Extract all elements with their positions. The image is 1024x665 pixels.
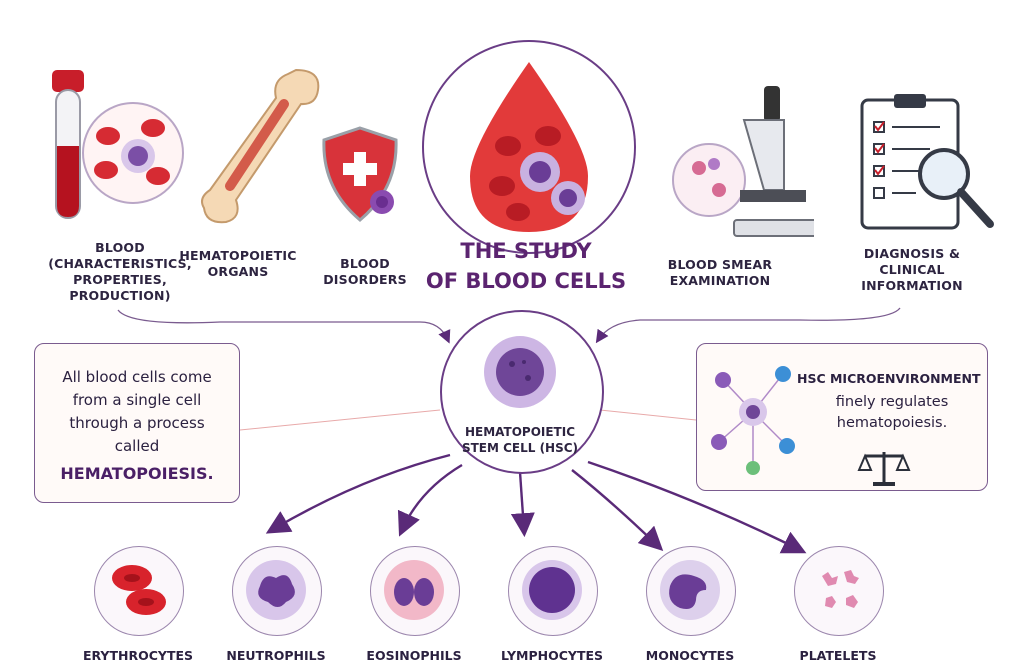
neutrophils-label: NEUTROPHILS — [226, 648, 326, 663]
hematopoiesis-info-box: All blood cells come from a single cell … — [34, 343, 240, 503]
shield-virus-icon — [322, 126, 398, 222]
lymphocytes-label: LYMPHOCYTES — [500, 648, 604, 663]
erythrocytes-label: ERYTHROCYTES — [82, 648, 194, 663]
arrow-neutrophils — [397, 463, 463, 537]
topic-smear-label: BLOOD SMEAR EXAMINATION — [667, 257, 773, 288]
platelets-node — [794, 546, 884, 636]
arrow-platelets — [587, 460, 807, 554]
page-title: THE STUDY OF BLOOD CELLS — [425, 239, 627, 293]
eosinophils-label: EOSINOPHILS — [366, 648, 462, 663]
monocytes-icon — [660, 560, 720, 620]
arrow-monocytes — [571, 469, 664, 551]
topic-disorders-label: BLOOD DISORDERS — [323, 256, 407, 287]
topic-organs-label: HEMATOPOIETIC ORGANS — [179, 248, 297, 279]
topic-blood-label: BLOOD (CHARACTERISTICS, PROPERTIES, PROD… — [48, 240, 192, 303]
monocytes-label: MONOCYTES — [645, 648, 735, 663]
hematopoiesis-highlight: HEMATOPOIESIS. — [60, 464, 214, 483]
topic-diagnosis-label: DIAGNOSIS & CLINICAL INFORMATION — [861, 246, 963, 293]
blood-sample-icon — [82, 102, 184, 204]
platelets-label: PLATELETS — [799, 648, 877, 663]
scale-icon — [857, 452, 911, 486]
microenvironment-network-icon — [711, 366, 795, 475]
arrow-lymphocytes — [510, 471, 535, 538]
arrow-erythrocytes — [265, 453, 451, 534]
eosinophils-icon — [384, 560, 444, 620]
connector-left-top — [117, 309, 451, 344]
neutrophils-icon — [246, 560, 306, 620]
hsc-label: HEMATOPOIETIC STEM CELL (HSC) — [461, 425, 579, 455]
microenvironment-heading: HSC MICROENVIRONMENT — [797, 371, 981, 386]
hematopoiesis-info-text: All blood cells come from a single cell … — [35, 366, 239, 485]
bone-icon — [201, 68, 320, 224]
lymphocytes-icon — [522, 560, 582, 620]
microenvironment-text: finely regulates hematopoiesis. — [835, 394, 949, 431]
blood-drop-icon — [422, 40, 636, 254]
test-tube-icon — [52, 70, 84, 219]
clipboard-magnifier-icon — [860, 94, 994, 230]
hsc-microenvironment-box: HSC MICROENVIRONMENT finely regulates he… — [696, 343, 988, 491]
platelets-icon — [822, 570, 859, 608]
microscope-icon — [672, 86, 814, 237]
connector-right-top — [595, 307, 901, 344]
stem-cell-icon — [484, 336, 556, 408]
erythrocytes-icon — [112, 565, 166, 615]
